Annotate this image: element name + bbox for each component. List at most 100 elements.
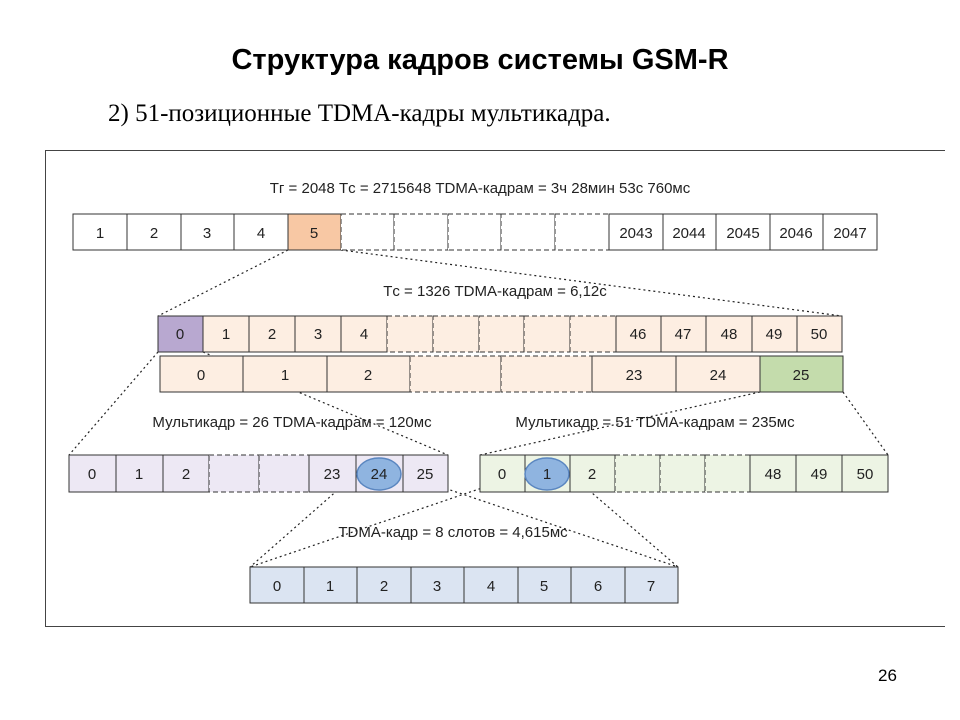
tdma-frame-caption: TDMA-кадр = 8 слотов = 4,615мс <box>338 524 568 541</box>
frame-cell <box>662 213 717 251</box>
slot-cell <box>463 566 519 604</box>
connector-line <box>68 351 159 456</box>
frame-cell-label: 2043 <box>619 225 652 242</box>
frame-cell <box>402 454 449 493</box>
connector-line <box>340 249 843 317</box>
page-number: 26 <box>878 666 897 685</box>
frame-cell <box>115 454 164 493</box>
frame-cell <box>326 355 411 393</box>
frame-cell-placeholder <box>614 454 661 493</box>
frame-cell-label: 5 <box>310 225 318 242</box>
frame-cell-placeholder <box>500 213 556 251</box>
frame-cell-label: 0 <box>176 326 184 343</box>
frame-cell <box>675 355 761 393</box>
connector-line <box>249 473 357 568</box>
slot-cell-label: 6 <box>594 578 602 595</box>
slot-cell <box>570 566 626 604</box>
connector-line <box>202 351 449 456</box>
slot-cell <box>410 566 465 604</box>
frame-cell-label: 2044 <box>672 225 705 242</box>
connector-line <box>569 473 679 568</box>
multiframe26-caption: Мультикадр = 26 TDMA-кадрам = 120мс <box>152 414 432 431</box>
frame-cell-label: 2 <box>364 367 372 384</box>
frame-cell-placeholder <box>569 315 617 353</box>
frame-cell-placeholder <box>478 315 525 353</box>
frame-cell-label: 1 <box>281 367 289 384</box>
multiframe51-row: 0 1 2 48 49 50 <box>479 454 889 493</box>
frame-cell-placeholder <box>340 213 395 251</box>
frame-cell-label: 46 <box>630 326 647 343</box>
frame-cell-label: 50 <box>811 326 828 343</box>
tdma-frame-row: 0 1 2 3 4 5 6 7 <box>249 566 679 604</box>
slot-cell <box>517 566 572 604</box>
frame-cell-label: 3 <box>203 225 211 242</box>
connector-lines <box>68 249 889 568</box>
frame-cell <box>233 213 289 251</box>
frame-cell <box>796 315 843 353</box>
slot-cell-label: 1 <box>326 578 334 595</box>
frame-cell <box>68 454 117 493</box>
slot-cell-label: 2 <box>380 578 388 595</box>
frame-cell <box>795 454 843 493</box>
frame-cell-placeholder <box>704 454 751 493</box>
frame-cell-label: 1 <box>135 466 143 483</box>
frame-cell-label: 23 <box>626 367 643 384</box>
frame-cell <box>749 454 797 493</box>
hyperframe-row: 1 2 3 4 5 2043 2044 2045 2046 2047 <box>72 213 878 251</box>
slot-cell <box>303 566 358 604</box>
frame-cell <box>841 454 889 493</box>
slide-subtitle: 2) 51-позиционные TDMA-кадры мультикадра… <box>108 100 611 127</box>
connector-line <box>249 473 524 568</box>
slot-cell <box>624 566 679 604</box>
connector-line <box>402 473 679 568</box>
frame-cell-placeholder <box>447 213 502 251</box>
frame-cell-placeholder <box>523 315 571 353</box>
frame-cell-placeholder <box>409 355 502 393</box>
slot-cell-label: 7 <box>647 578 655 595</box>
frame-cell <box>751 315 798 353</box>
frame-cell <box>202 315 250 353</box>
frame-cell-label: 1 <box>543 466 551 483</box>
frame-cell-label: 2 <box>182 466 190 483</box>
superframe26-row: 0 1 2 23 24 25 <box>159 355 844 393</box>
frame-cell-label: 25 <box>417 466 434 483</box>
frame-cell-label: 0 <box>88 466 96 483</box>
frame-cell-label: 48 <box>765 466 782 483</box>
frame-cell-label: 1 <box>96 225 104 242</box>
frame-cell-label: 47 <box>675 326 692 343</box>
frame-cell-label: 2046 <box>779 225 812 242</box>
frame-cell <box>822 213 878 251</box>
slot-cell <box>249 566 305 604</box>
slot-cell-label: 3 <box>433 578 441 595</box>
frame-cell-placeholder <box>258 454 310 493</box>
selected-frame-marker <box>356 457 402 491</box>
frame-cell-label: 49 <box>811 466 828 483</box>
frame-cell <box>660 315 707 353</box>
frame-cell-label: 3 <box>314 326 322 343</box>
frame-cell-label: 2 <box>268 326 276 343</box>
frame-cell-label: 0 <box>498 466 506 483</box>
superframe51-row: 0 1 2 3 4 46 47 48 49 50 <box>157 315 843 353</box>
connector-line <box>157 249 289 317</box>
frame-cell-label: 2 <box>150 225 158 242</box>
frame-cell-label: 2 <box>588 466 596 483</box>
frame-cell-label: 23 <box>324 466 341 483</box>
frame-cell-label: 2047 <box>833 225 866 242</box>
multiframe51-caption: Мультикадр = 51 TDMA-кадрам = 235мс <box>515 414 795 431</box>
frame-cell-highlighted <box>759 355 844 393</box>
hyperframe-caption: Tг = 2048 Tс = 2715648 TDMA-кадрам = 3ч … <box>270 180 691 197</box>
frame-cell-placeholder <box>208 454 260 493</box>
slot-cell-label: 0 <box>273 578 281 595</box>
frame-cell <box>72 213 128 251</box>
multiframe26-row: 0 1 2 23 24 25 <box>68 454 449 493</box>
frame-cell <box>479 454 526 493</box>
frame-cell <box>769 213 824 251</box>
frame-cell-highlighted <box>157 315 204 353</box>
frame-cell-label: 24 <box>710 367 727 384</box>
frame-cell-placeholder <box>432 315 480 353</box>
frame-cell-label: 50 <box>857 466 874 483</box>
frame-cell <box>126 213 182 251</box>
frame-cell-label: 24 <box>371 466 388 483</box>
frame-cell-label: 0 <box>197 367 205 384</box>
